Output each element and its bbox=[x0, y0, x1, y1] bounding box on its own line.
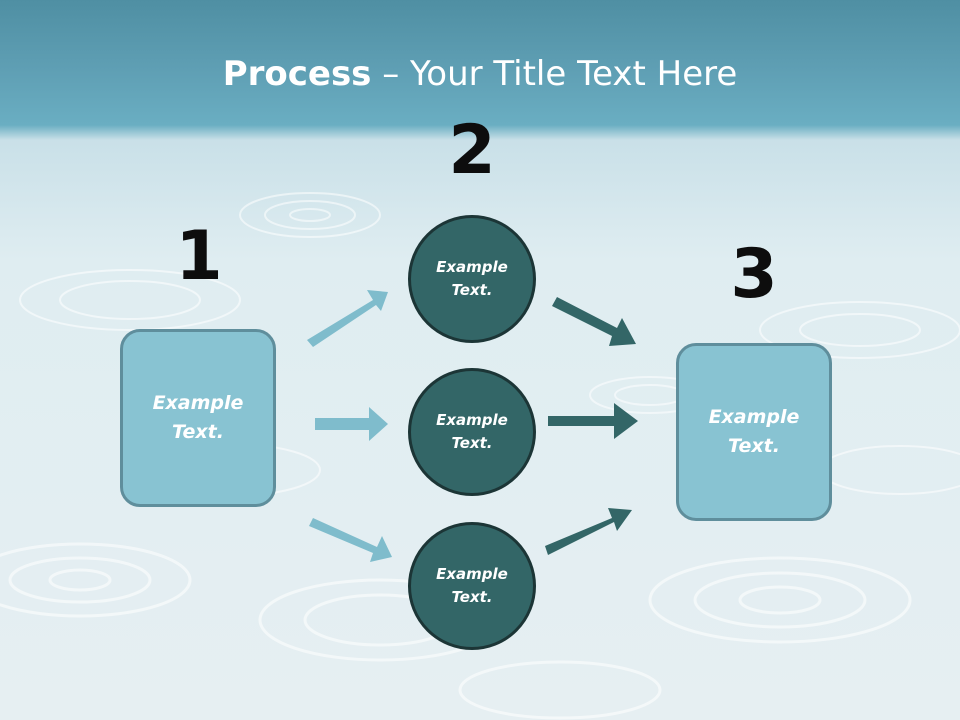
circle-bottom[interactable]: Example Text. bbox=[408, 522, 536, 650]
step-3-box[interactable]: Example Text. bbox=[676, 343, 832, 521]
arrow-to-middle-circle bbox=[315, 407, 388, 441]
step-1-text: Example Text. bbox=[152, 392, 244, 443]
slide-title: Process – Your Title Text Here bbox=[0, 52, 960, 96]
circle-top-text: Example Text. bbox=[436, 258, 508, 299]
title-bold: Process bbox=[222, 54, 372, 94]
arrow-from-bottom-circle bbox=[545, 508, 632, 555]
title-rest: – Your Title Text Here bbox=[371, 54, 738, 94]
circle-middle-text: Example Text. bbox=[436, 411, 508, 452]
arrow-from-top-circle bbox=[552, 297, 636, 346]
circle-top[interactable]: Example Text. bbox=[408, 215, 536, 343]
step-number-1: 1 bbox=[175, 217, 223, 296]
circle-middle[interactable]: Example Text. bbox=[408, 368, 536, 496]
step-1-box[interactable]: Example Text. bbox=[120, 329, 276, 507]
arrow-to-top-circle bbox=[307, 290, 388, 347]
step-number-3: 3 bbox=[730, 235, 778, 314]
step-number-2: 2 bbox=[448, 111, 496, 190]
circle-bottom-text: Example Text. bbox=[436, 565, 508, 606]
arrow-from-middle-circle bbox=[548, 403, 638, 439]
arrow-to-bottom-circle bbox=[309, 518, 392, 562]
step-3-text: Example Text. bbox=[708, 406, 800, 457]
